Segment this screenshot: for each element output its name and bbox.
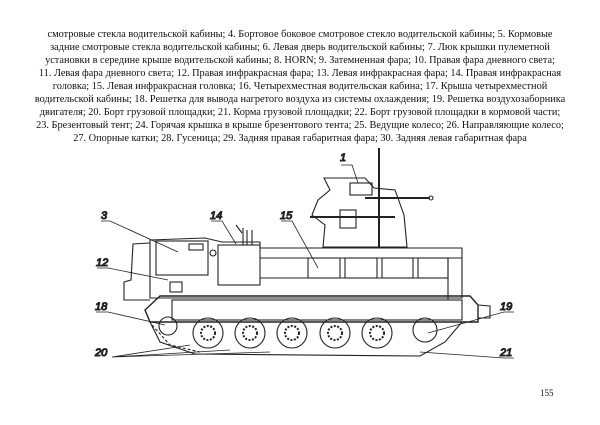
callout-15: 15 (280, 210, 293, 222)
page-number: 155 (540, 388, 554, 398)
caption-text: смотровые стекла водительской кабины; 4.… (0, 28, 600, 145)
caption-line: 23. Брезентовый тент; 24. Горячая крышка… (36, 120, 564, 131)
caption-line: 27. Опорные катки; 28. Гусеница; 29. Зад… (73, 133, 527, 144)
callout-21: 21 (499, 347, 512, 359)
caption-line: водительской кабины; 18. Решетка для выв… (34, 94, 566, 105)
caption-line: задние смотровые стекла водительской каб… (50, 42, 550, 53)
callout-14: 14 (210, 210, 222, 222)
callout-3: 3 (101, 210, 108, 222)
cargo-windows (260, 257, 462, 300)
hull (144, 295, 491, 357)
caption-line: двигателя; 20. Борт грузовой площадки; 2… (39, 107, 561, 118)
callout-19: 19 (500, 301, 512, 313)
caption-line: установки в середине крыше водительской … (45, 55, 555, 66)
callout-20: 20 (94, 347, 108, 359)
callout-1: 1 (340, 152, 346, 164)
caption-line: смотровые стекла водительской кабины; 4.… (47, 29, 553, 40)
leader-lines (96, 164, 514, 359)
caption-line: головка; 15. Левая инфракрасная головка;… (52, 81, 548, 92)
road-wheels (158, 316, 438, 349)
turret (310, 177, 434, 248)
caption-line: 11. Левая фара дневного света; 12. Права… (38, 68, 562, 79)
cab (123, 224, 463, 301)
callout-12: 12 (96, 257, 108, 269)
callout-18: 18 (95, 301, 108, 313)
